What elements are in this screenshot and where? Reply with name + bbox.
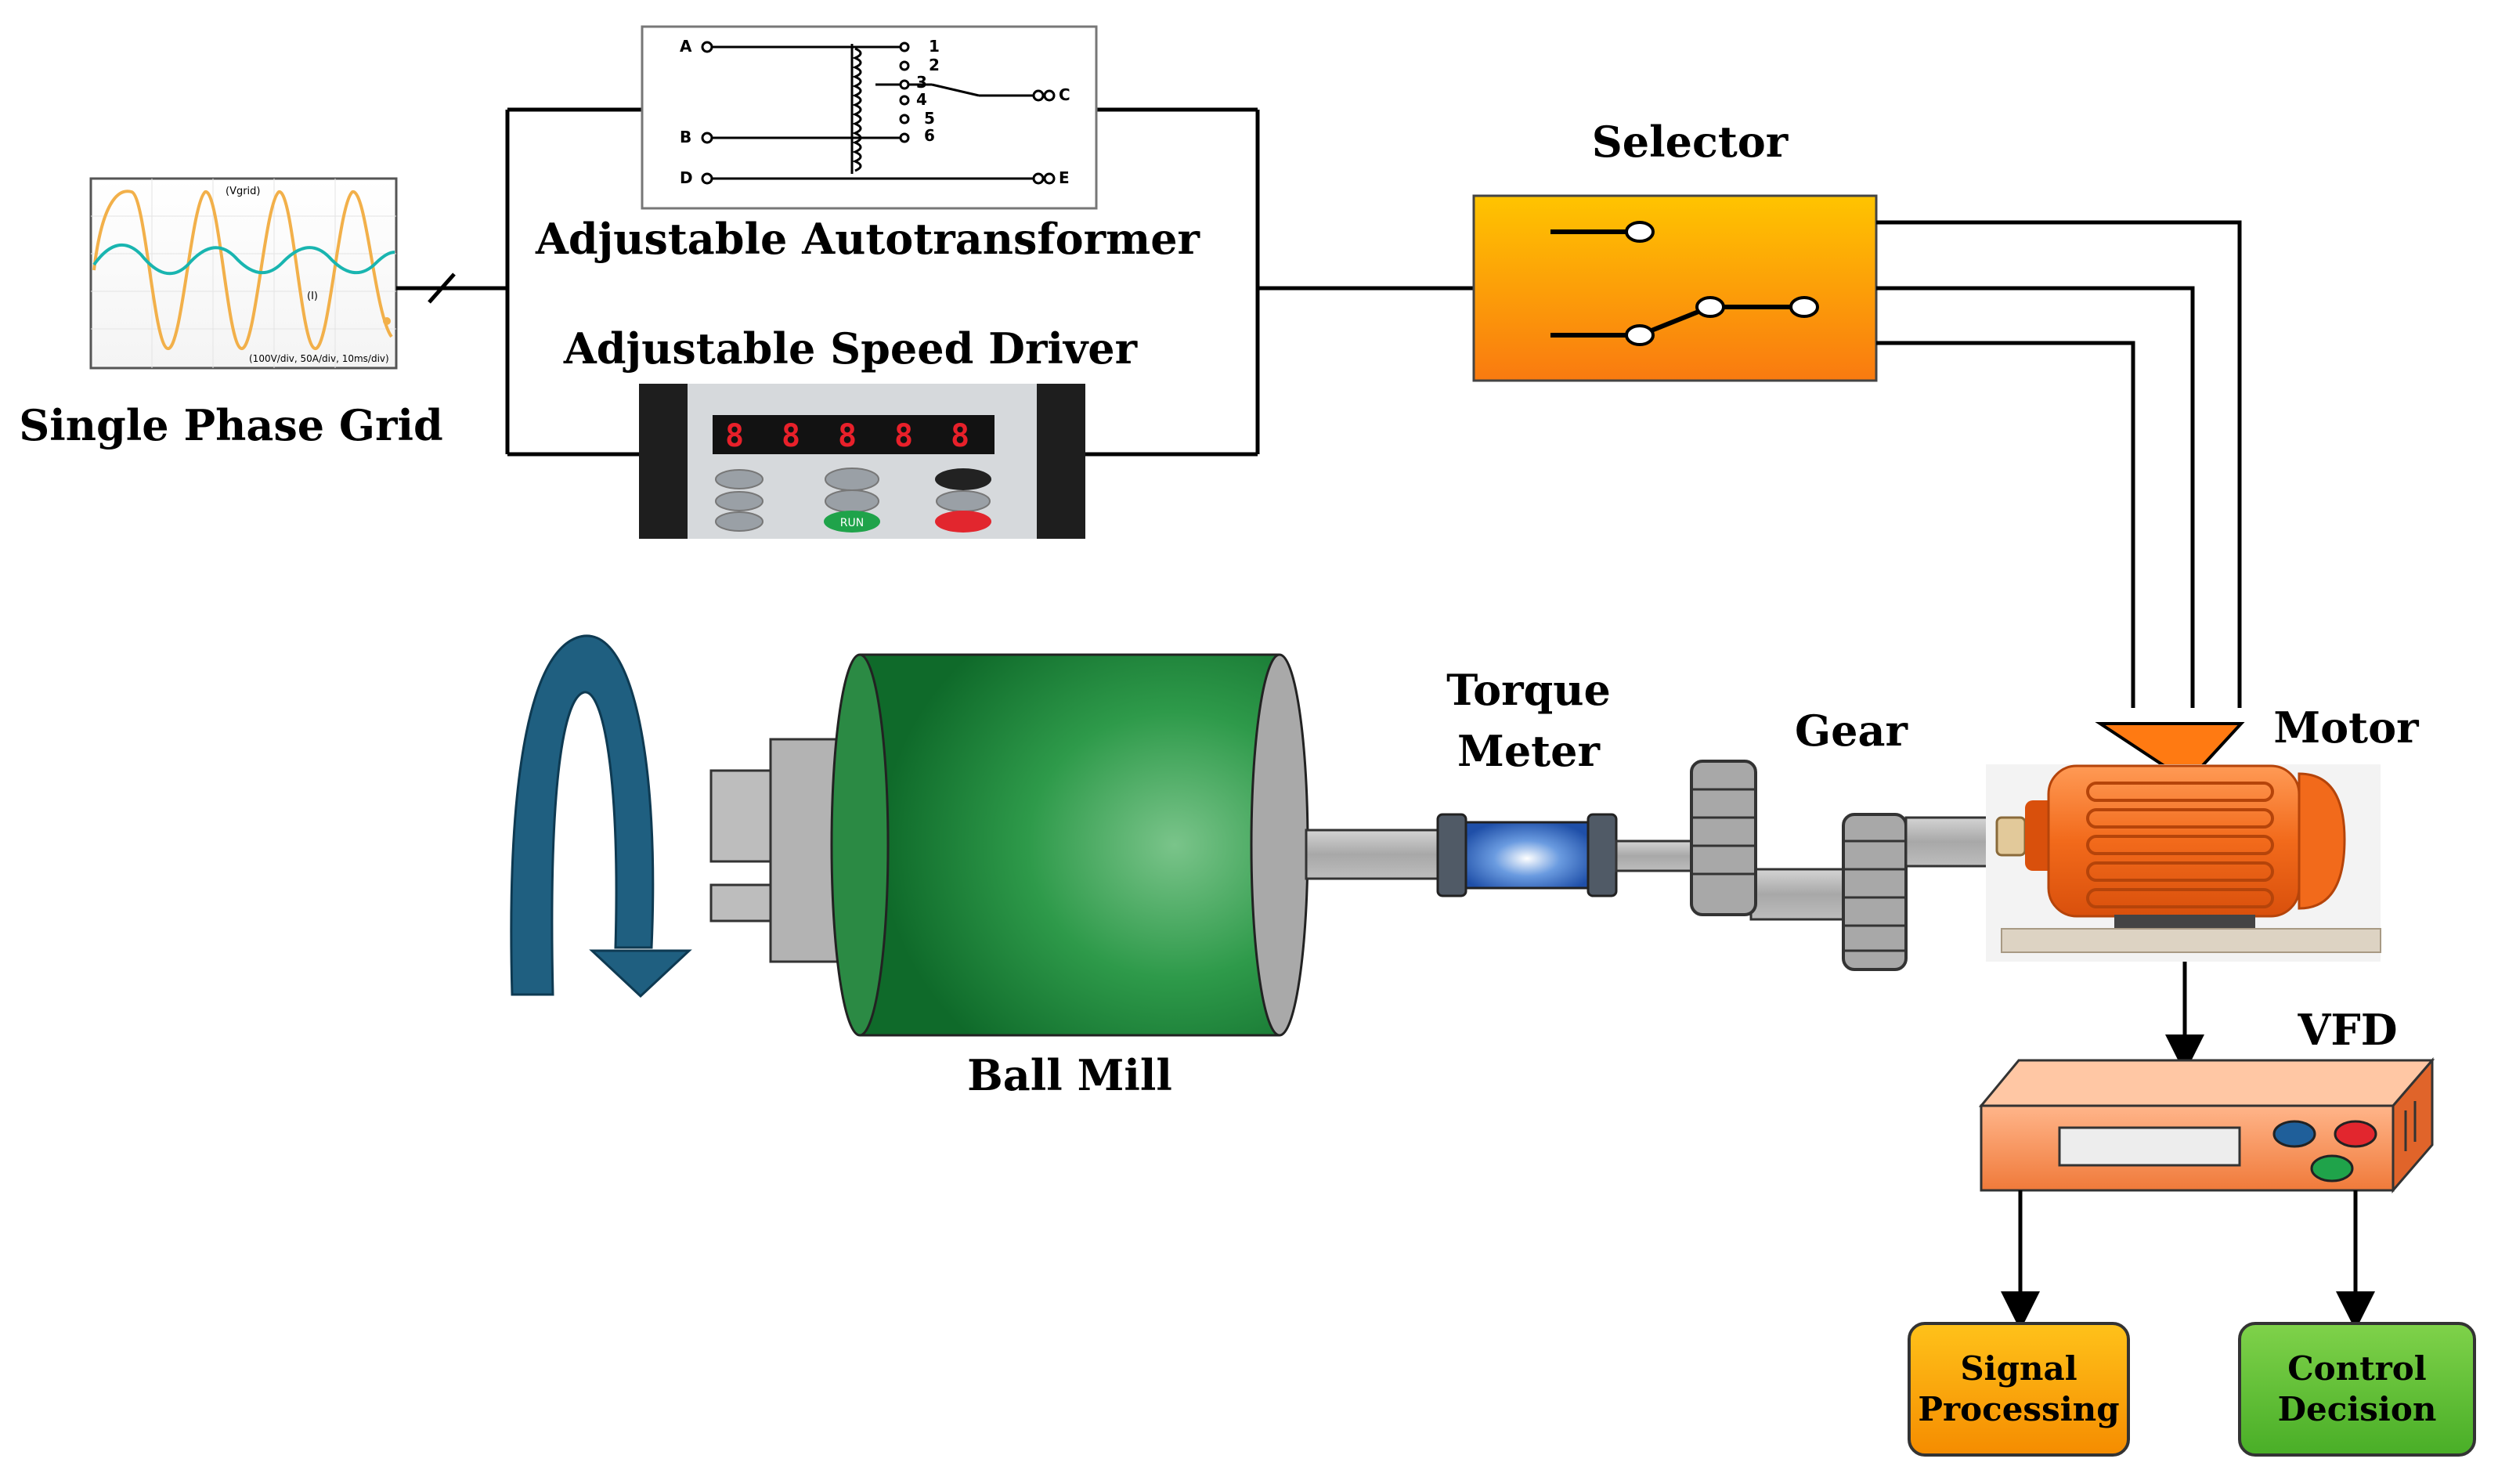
ball-mill-label: Ball Mill [967, 1050, 1172, 1100]
tap-3: 3 [916, 73, 927, 92]
control-decision-line1: Control [2287, 1349, 2426, 1388]
grid-current-label: (I) [307, 291, 318, 302]
vfd-unit [1978, 1056, 2435, 1194]
drive-digit-1: 8 [725, 418, 744, 454]
gear-label: Gear [1795, 706, 1908, 756]
torque-meter [1436, 813, 1618, 897]
gear-assembly [1615, 760, 1998, 971]
tap-2: 2 [929, 56, 940, 74]
motor-label: Motor [2273, 702, 2419, 753]
torque-meter-label-line1: Torque [1446, 665, 1611, 715]
autotransformer-label: Adjustable Autotransformer [535, 214, 1200, 264]
grid-scope-footer: (100V/div, 50A/div, 10ms/div) [249, 353, 389, 364]
speed-driver-label: Adjustable Speed Driver [563, 323, 1138, 374]
drive-digit-5: 8 [951, 418, 969, 454]
control-decision-line2: Decision [2278, 1390, 2437, 1428]
terminal-e: E [1059, 168, 1070, 187]
grid-waveform-scope: (Vgrid) (I) (100V/div, 50A/div, 10ms/div… [89, 177, 398, 370]
terminal-b: B [680, 128, 691, 146]
grid-label: Single Phase Grid [19, 400, 442, 450]
terminal-d: D [680, 168, 693, 187]
grid-voltage-trace [92, 190, 393, 350]
drive-digit-2: 8 [782, 418, 800, 454]
motor-input-arrowhead [2095, 722, 2245, 784]
drive-shaft [1305, 829, 1439, 880]
speed-driver-panel: 8 8 8 8 8 RUN [639, 384, 1085, 539]
selector-label: Selector [1592, 117, 1789, 167]
motor [1986, 764, 2381, 962]
drive-digit-4: 8 [894, 418, 913, 454]
terminal-c: C [1059, 85, 1070, 104]
ball-mill-drum [709, 653, 1309, 1037]
vfd-label: VFD [2297, 1005, 2397, 1055]
signal-processing-line2: Processing [1918, 1390, 2119, 1428]
selector-switch [1472, 194, 1878, 382]
signal-processing-box: Signal Processing [1908, 1322, 2130, 1457]
grid-current-trace [92, 243, 395, 276]
autotransformer-schematic: A B D C E 1 2 3 4 5 6 [641, 25, 1098, 210]
drive-digit-3: 8 [838, 418, 857, 454]
terminal-a: A [680, 37, 692, 56]
tap-4: 4 [916, 90, 927, 109]
signal-processing-line1: Signal [1960, 1349, 2077, 1388]
rotation-direction-icon [510, 634, 692, 998]
selector-to-motor-wires [1876, 220, 2242, 708]
grid-trace-label: (Vgrid) [226, 186, 261, 197]
tap-6: 6 [924, 126, 935, 145]
drive-run-label: RUN [840, 517, 864, 529]
tap-5: 5 [924, 109, 935, 128]
torque-meter-label-line2: Meter [1457, 726, 1600, 776]
drive-run-button [824, 511, 880, 533]
control-decision-box: Control Decision [2238, 1322, 2476, 1457]
grid-feed-wire [396, 107, 1474, 457]
tap-1: 1 [929, 37, 940, 56]
